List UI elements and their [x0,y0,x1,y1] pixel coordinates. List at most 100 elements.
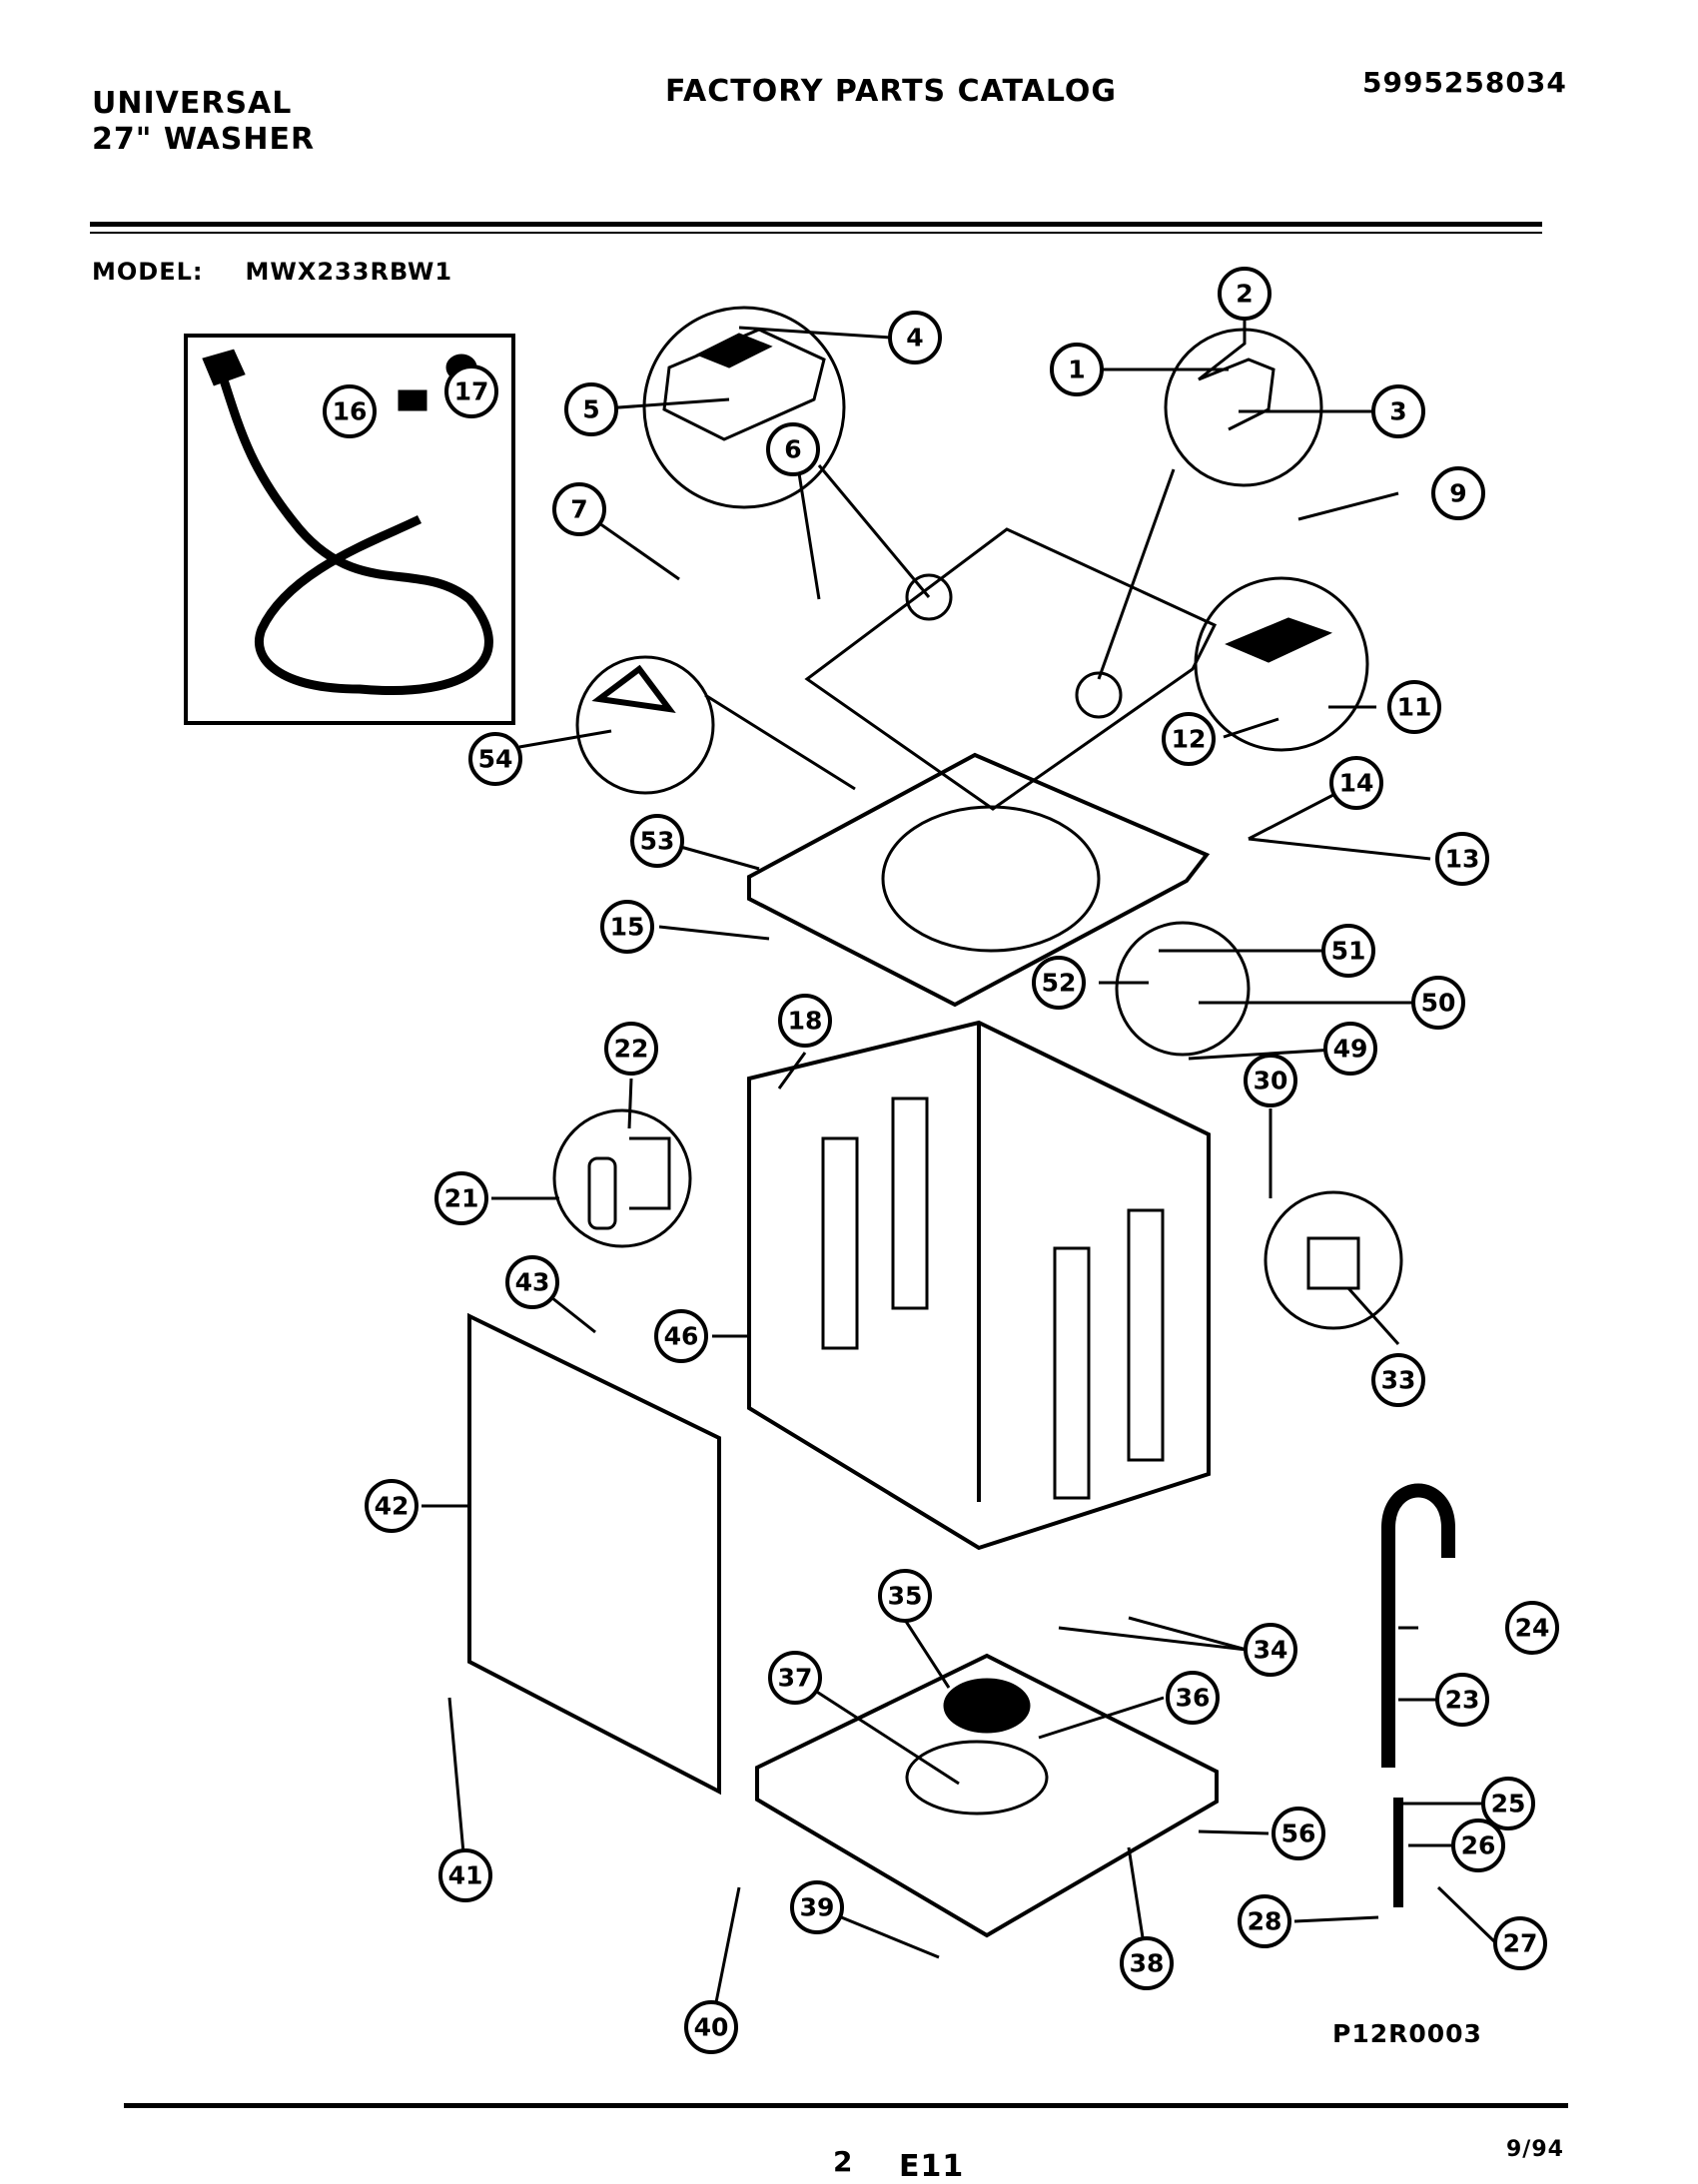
callout-label: 18 [788,1007,823,1036]
product-type: 27" WASHER [92,122,316,157]
leader-4 [738,326,892,340]
callout-markers: 1 2 3 4 5 6 7 9 11 12 13 14 15 16 17 18 … [323,267,1559,2054]
base [755,1653,1219,1938]
leader-35 [903,1619,951,1689]
callout-12: 12 [1162,712,1216,766]
detail-tub-clip-circle [1264,1190,1403,1330]
callout-label: 23 [1445,1686,1480,1715]
callout-label: 12 [1172,725,1207,754]
lid [804,527,1218,811]
leader-15 [658,925,770,941]
callout-46: 46 [654,1309,708,1363]
plug-icon [202,349,246,386]
catalog-number: 5995258034 [1362,66,1567,99]
model-number: MWX233RBW1 [245,258,453,286]
callout-label: 28 [1248,1907,1282,1936]
callout-34: 34 [1244,1623,1297,1677]
date-code: 9/94 [1506,2137,1564,2162]
callout-5: 5 [564,382,618,436]
callout-label: 46 [664,1322,699,1351]
leader-36 [1038,1696,1165,1740]
leader-34 [1128,1616,1248,1652]
callout-label: 13 [1445,845,1480,874]
callout-35: 35 [878,1569,932,1623]
brand-block: UNIVERSAL 27" WASHER [92,86,315,158]
leader-27 [1436,1885,1498,1945]
detail-hinge-circle [642,306,846,509]
callout-label: 11 [1397,693,1432,722]
cabinet-slot-left-2 [891,1096,929,1310]
callout-label: 41 [448,1861,483,1890]
callout-label: 7 [570,495,587,524]
callout-label: 14 [1339,769,1374,798]
callout-label: 4 [906,324,923,353]
callout-label: 54 [478,745,513,774]
callout-6: 6 [766,422,820,476]
callout-41: 41 [438,1848,492,1902]
callout-54: 54 [468,732,522,786]
callout-label: 39 [800,1893,835,1922]
callout-label: 43 [515,1268,550,1297]
callout-16: 16 [323,384,377,438]
callout-21: 21 [434,1171,488,1225]
callout-label: 3 [1389,397,1406,426]
leader-9 [1297,491,1399,521]
callout-39: 39 [790,1880,844,1934]
callout-label: 37 [778,1664,813,1693]
callout-23: 23 [1435,1673,1489,1727]
callout-33: 33 [1371,1353,1425,1407]
page-number: 2 [833,2145,854,2178]
detail-cabinet-bracket-circle [1115,921,1251,1057]
callout-label: 52 [1042,969,1077,998]
lid-stop [591,664,676,713]
callout-label: 24 [1515,1614,1550,1643]
callout-15: 15 [600,900,654,954]
callout-label: 35 [888,1582,923,1611]
callout-49: 49 [1323,1022,1377,1076]
leader-2 [1198,320,1247,381]
leader-22 [627,1078,633,1129]
callout-37: 37 [768,1651,822,1705]
cabinet-slot-left-1 [821,1136,859,1350]
callout-label: 53 [640,827,675,856]
power-cord-inset [184,334,515,725]
callout-36: 36 [1166,1671,1220,1725]
callout-52: 52 [1032,956,1086,1010]
callout-30: 30 [1244,1054,1297,1107]
base-center-hub [905,1740,1049,1816]
callout-label: 5 [582,395,599,424]
cord-clamp [398,389,427,411]
detail-switch-mount-circle [1194,576,1369,752]
callout-label: 15 [610,913,645,942]
detail-lid-switch-circle [1164,328,1323,487]
callout-label: 36 [1176,1684,1211,1713]
leader-33 [1346,1287,1400,1345]
callout-1: 1 [1050,343,1104,396]
callout-label: 34 [1254,1636,1288,1665]
callout-2: 2 [1218,267,1272,321]
model-label: MODEL: [92,258,204,286]
callout-label: 17 [454,377,489,406]
lid-switch-leader [1097,468,1176,680]
leader-34b [1058,1626,1248,1652]
leader-13 [1248,837,1431,861]
top-panel [747,752,1211,1008]
capacitor-bracket [629,1136,671,1210]
callout-label: 42 [375,1492,410,1521]
lid-hinge-marker-right [1075,671,1123,719]
lid-hinge-marker [905,573,953,621]
lid-switch-bracket [1198,358,1275,431]
model-row: MODEL: MWX233RBW1 [92,258,452,286]
callout-label: 2 [1236,280,1253,309]
header-rule-top [90,222,1542,227]
callout-3: 3 [1371,384,1425,438]
callout-27: 27 [1493,1916,1547,1970]
callout-40: 40 [684,2000,738,2054]
base-grommet [943,1678,1031,1734]
drain-hose [1381,1483,1455,1768]
leader-54 [518,729,612,749]
callout-26: 26 [1451,1819,1505,1872]
brand-name: UNIVERSAL [92,86,293,121]
callout-label: 26 [1461,1831,1496,1860]
page-title: FACTORY PARTS CATALOG [665,74,1118,109]
